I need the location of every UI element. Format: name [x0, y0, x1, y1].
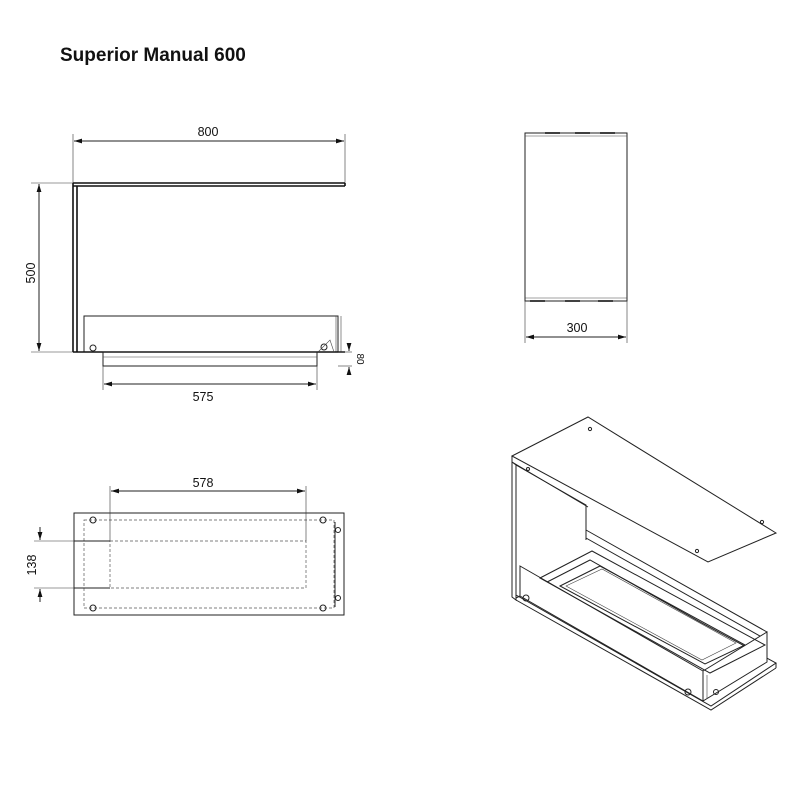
dimension-burner-width: 575: [102, 366, 318, 404]
drawing-title: Superior Manual 600: [60, 45, 246, 66]
dimension-front-height: 500: [24, 182, 73, 353]
dimension-front-base-depth: 80: [338, 343, 365, 375]
dimension-label-500: 500: [24, 263, 38, 284]
dimension-side-depth: 300: [524, 301, 628, 343]
top-view: 578 138: [25, 476, 345, 616]
front-view: 800 500 80 575: [24, 125, 365, 404]
dimension-label-138: 138: [25, 555, 39, 576]
dimension-label-575: 575: [193, 390, 214, 404]
dimension-label-578: 578: [193, 476, 214, 490]
dimension-top-depth: 138: [25, 527, 74, 602]
dimension-top-width: 578: [109, 476, 307, 541]
dimension-front-width: 800: [72, 125, 346, 183]
side-view: 300: [524, 132, 628, 343]
dimension-label-300: 300: [567, 321, 588, 335]
side-view-body: [524, 132, 628, 302]
isometric-view: [510, 416, 778, 711]
dimension-label-80: 80: [354, 353, 365, 365]
top-view-body: [73, 512, 345, 616]
dimension-label-800: 800: [198, 125, 219, 139]
front-view-body: [72, 182, 346, 367]
